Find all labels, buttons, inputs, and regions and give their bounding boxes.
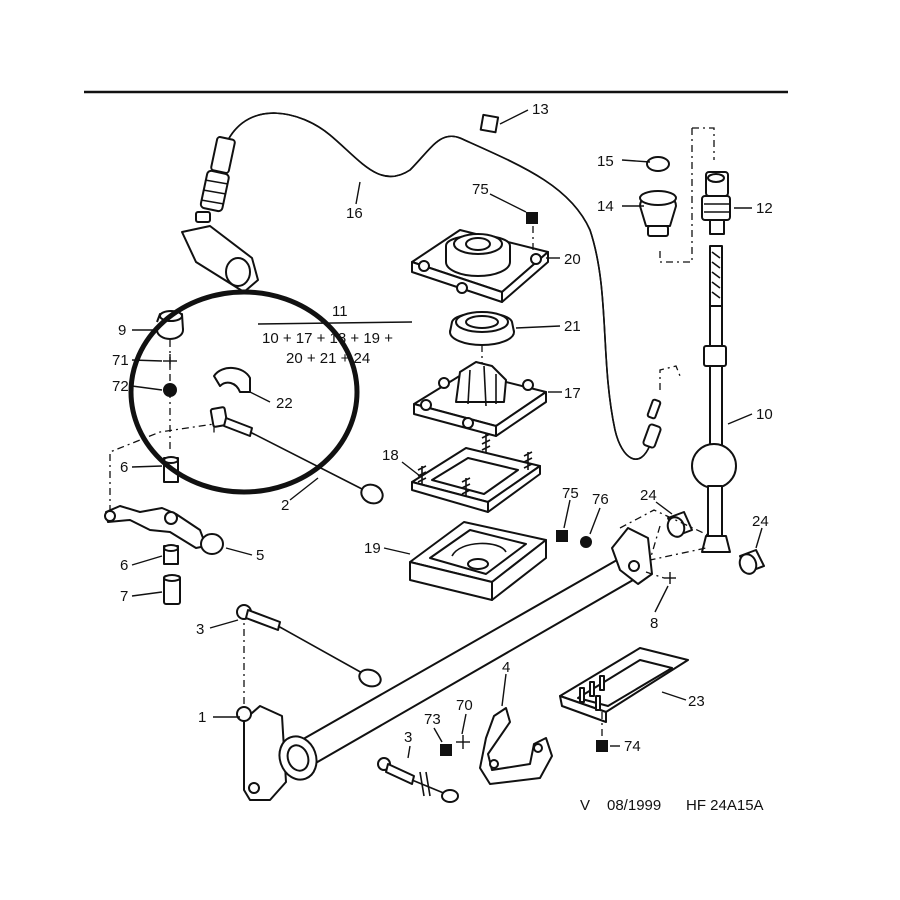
callout-1: 1 [198,709,206,726]
callout-8: 8 [650,615,658,632]
callout-76: 76 [592,491,609,508]
callout-74: 74 [624,738,641,755]
part-5-selector-lever [104,505,224,555]
callout-16: 16 [346,205,363,222]
callout-20: 20 [564,251,581,268]
callout-12: 12 [756,200,773,217]
part-1-lever-bracket [236,612,318,801]
part-23-console-plate [559,647,689,723]
callout-2: 2 [281,497,289,514]
spec-76-dot [580,536,592,548]
callout-6-upper: 6 [120,459,128,476]
part-14-knob [639,190,677,237]
footer-variant: V [580,797,590,814]
part-15-cap [646,156,670,172]
part-7-pin [163,574,181,605]
gear-cable-16 [181,112,681,460]
callout-9: 9 [118,322,126,339]
callout-75-top: 75 [472,181,489,198]
callout-4: 4 [502,659,510,676]
part-12-nut [701,171,731,235]
callout-17: 17 [564,385,581,402]
shift-rod [297,509,711,765]
kit-formula-line-2: 20 + 21 + 24 [286,350,370,367]
callout-6-lower: 6 [120,557,128,574]
part-2-link-rod [209,406,384,505]
callout-70: 70 [456,697,473,714]
callout-72: 72 [112,378,129,395]
callout-24-right: 24 [752,513,769,530]
callout-10: 10 [756,406,773,423]
callout-23: 23 [688,693,705,710]
spec-72-dot [163,383,177,397]
callout-3-lower: 3 [404,729,412,746]
spec-70-cross [456,735,470,749]
part-24-bush-right [738,549,765,575]
callout-24-left: 24 [640,487,657,504]
callout-13: 13 [532,101,549,118]
callout-7: 7 [120,588,128,605]
footer-reference: HF 24A15A [686,797,764,814]
part-3-link-rod-upper [236,604,382,688]
part-22-clip [213,367,251,393]
part-10-gear-lever [649,127,737,561]
callout-73: 73 [424,711,441,728]
kit-formula-line-1: 10 + 17 + 18 + 19 + [262,330,393,347]
kit-underline [257,321,413,325]
callout-22: 22 [276,395,293,412]
callout-3-upper: 3 [196,621,204,638]
callout-15: 15 [597,153,614,170]
part-17-ball-housing [413,361,547,437]
highlight-circle [128,289,360,495]
callout-18: 18 [382,447,399,464]
callout-11: 11 [332,303,348,320]
spec-75-top-square [526,212,538,224]
part-6-lower-sleeve [163,544,179,565]
footer-date: 08/1999 [607,797,661,814]
callout-21: 21 [564,318,581,335]
part-20-cover-plate [411,229,549,303]
part-3-link-rod-lower [377,757,459,803]
part-19-base-plate [409,521,547,601]
part-13-label-square [479,113,500,134]
callout-14: 14 [597,198,614,215]
part-18-gasket [411,433,541,513]
callout-5: 5 [256,547,264,564]
callout-75-lower: 75 [562,485,579,502]
spec-74-square [596,740,608,752]
part-21-gaiter [449,311,515,346]
callout-19: 19 [364,540,381,557]
part-24-bush-left [666,511,693,538]
spec-73-hatched-square [440,744,452,756]
leader-lines [131,109,763,759]
spec-8-cross [664,572,676,584]
spec-75-hatched-square [556,530,568,542]
part-4-clip [479,707,553,785]
callout-71: 71 [112,352,129,369]
